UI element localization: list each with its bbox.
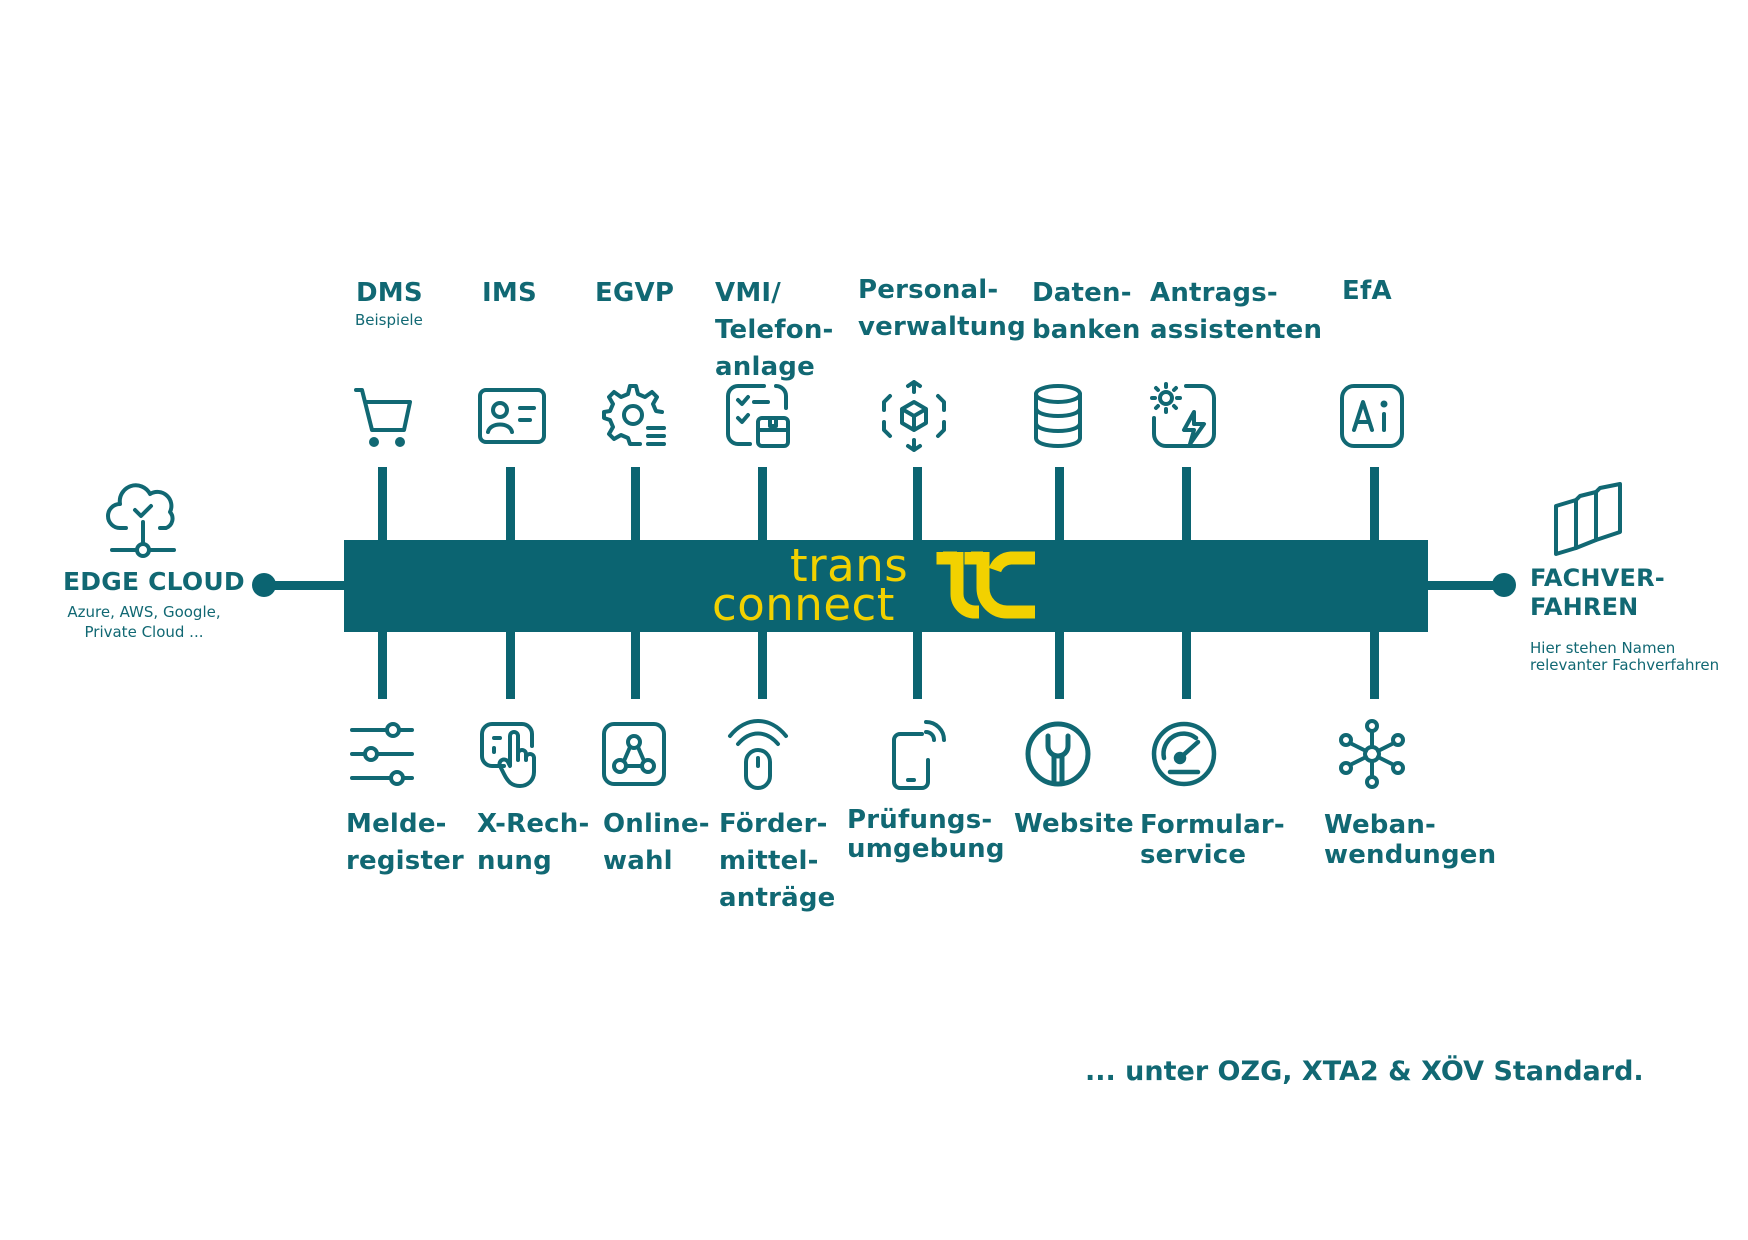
top-label-2: IMS: [482, 278, 537, 308]
top-sublabel-1: Beispiele: [355, 311, 423, 329]
cloud-network-icon: [104, 483, 182, 564]
right-endpoint-subtitle: Hier stehen Namen relevanter Fachverfahr…: [1530, 639, 1720, 674]
checklist-package-icon: [720, 378, 796, 454]
wireless-mouse-icon: [720, 716, 796, 792]
bottom-label-4: Förder- mittel- anträge: [719, 809, 836, 913]
connector-top-4: [758, 467, 767, 540]
connector-top-6: [1055, 467, 1064, 540]
endpoint-dot-right: [1492, 573, 1516, 597]
3d-box-icon: [876, 378, 952, 454]
bottom-label-6: Website: [1014, 809, 1134, 839]
right-endpoint-title: FACHVER- FAHREN: [1530, 564, 1665, 621]
top-label-4: VMI/ Telefon- anlage: [715, 278, 834, 382]
mobile-signal-icon: [876, 716, 952, 792]
transconnect-bus: [344, 540, 1428, 632]
speedometer-icon: [1146, 716, 1222, 792]
ai-icon: [1334, 378, 1410, 454]
top-label-7: Antrags- assistenten: [1150, 278, 1323, 345]
connector-top-3: [631, 467, 640, 540]
footer-note: ... unter OZG, XTA2 & XÖV Standard.: [1085, 1056, 1644, 1087]
connector-top-7: [1182, 467, 1191, 540]
touch-select-icon: [474, 716, 550, 792]
connector-top-1: [378, 467, 387, 540]
bottom-label-7: Formular- service: [1140, 810, 1285, 870]
sliders-icon: [344, 716, 420, 792]
network-square-icon: [596, 716, 672, 792]
connector-bottom-8: [1370, 632, 1379, 699]
top-label-5: Personal- verwaltung: [858, 275, 1026, 342]
database-icon: [1020, 378, 1096, 454]
connector-bottom-1: [378, 632, 387, 699]
connector-top-2: [506, 467, 515, 540]
bottom-label-5: Prüfungs- umgebung: [847, 805, 1005, 864]
connector-bottom-5: [913, 632, 922, 699]
id-card-icon: [474, 378, 550, 454]
bottom-label-8: Weban- wendungen: [1324, 810, 1497, 870]
wrench-circle-icon: [1020, 716, 1096, 792]
shopping-cart-icon: [344, 378, 420, 454]
connector-bottom-2: [506, 632, 515, 699]
connector-bottom-4: [758, 632, 767, 699]
left-endpoint-subtitle: Azure, AWS, Google, Private Cloud ...: [67, 603, 221, 641]
top-label-1: DMS: [356, 278, 423, 308]
tc-logo: [935, 548, 1045, 622]
hub-network-icon: [1334, 716, 1410, 792]
bottom-label-2: X-Rech- nung: [477, 809, 590, 876]
top-label-6: Daten- banken: [1032, 278, 1141, 345]
connector-top-5: [913, 467, 922, 540]
brand-line-1: trans: [790, 539, 909, 592]
top-label-8: EfA: [1342, 276, 1392, 306]
endpoint-dot-left: [252, 573, 276, 597]
sun-lightning-icon: [1146, 378, 1222, 454]
bottom-label-1: Melde- register: [346, 809, 464, 876]
connector-bottom-7: [1182, 632, 1191, 699]
connector-bottom-6: [1055, 632, 1064, 699]
brand-line-2: connect: [712, 578, 895, 631]
top-label-3: EGVP: [595, 278, 675, 308]
connector-right: [1428, 581, 1504, 590]
bottom-label-3: Online- wahl: [603, 809, 710, 876]
connector-bottom-3: [631, 632, 640, 699]
gear-list-icon: [596, 378, 672, 454]
left-endpoint-title: EDGE CLOUD: [63, 567, 245, 596]
connector-left: [262, 581, 344, 590]
stacked-pages-icon: [1550, 482, 1630, 562]
connector-top-8: [1370, 467, 1379, 540]
